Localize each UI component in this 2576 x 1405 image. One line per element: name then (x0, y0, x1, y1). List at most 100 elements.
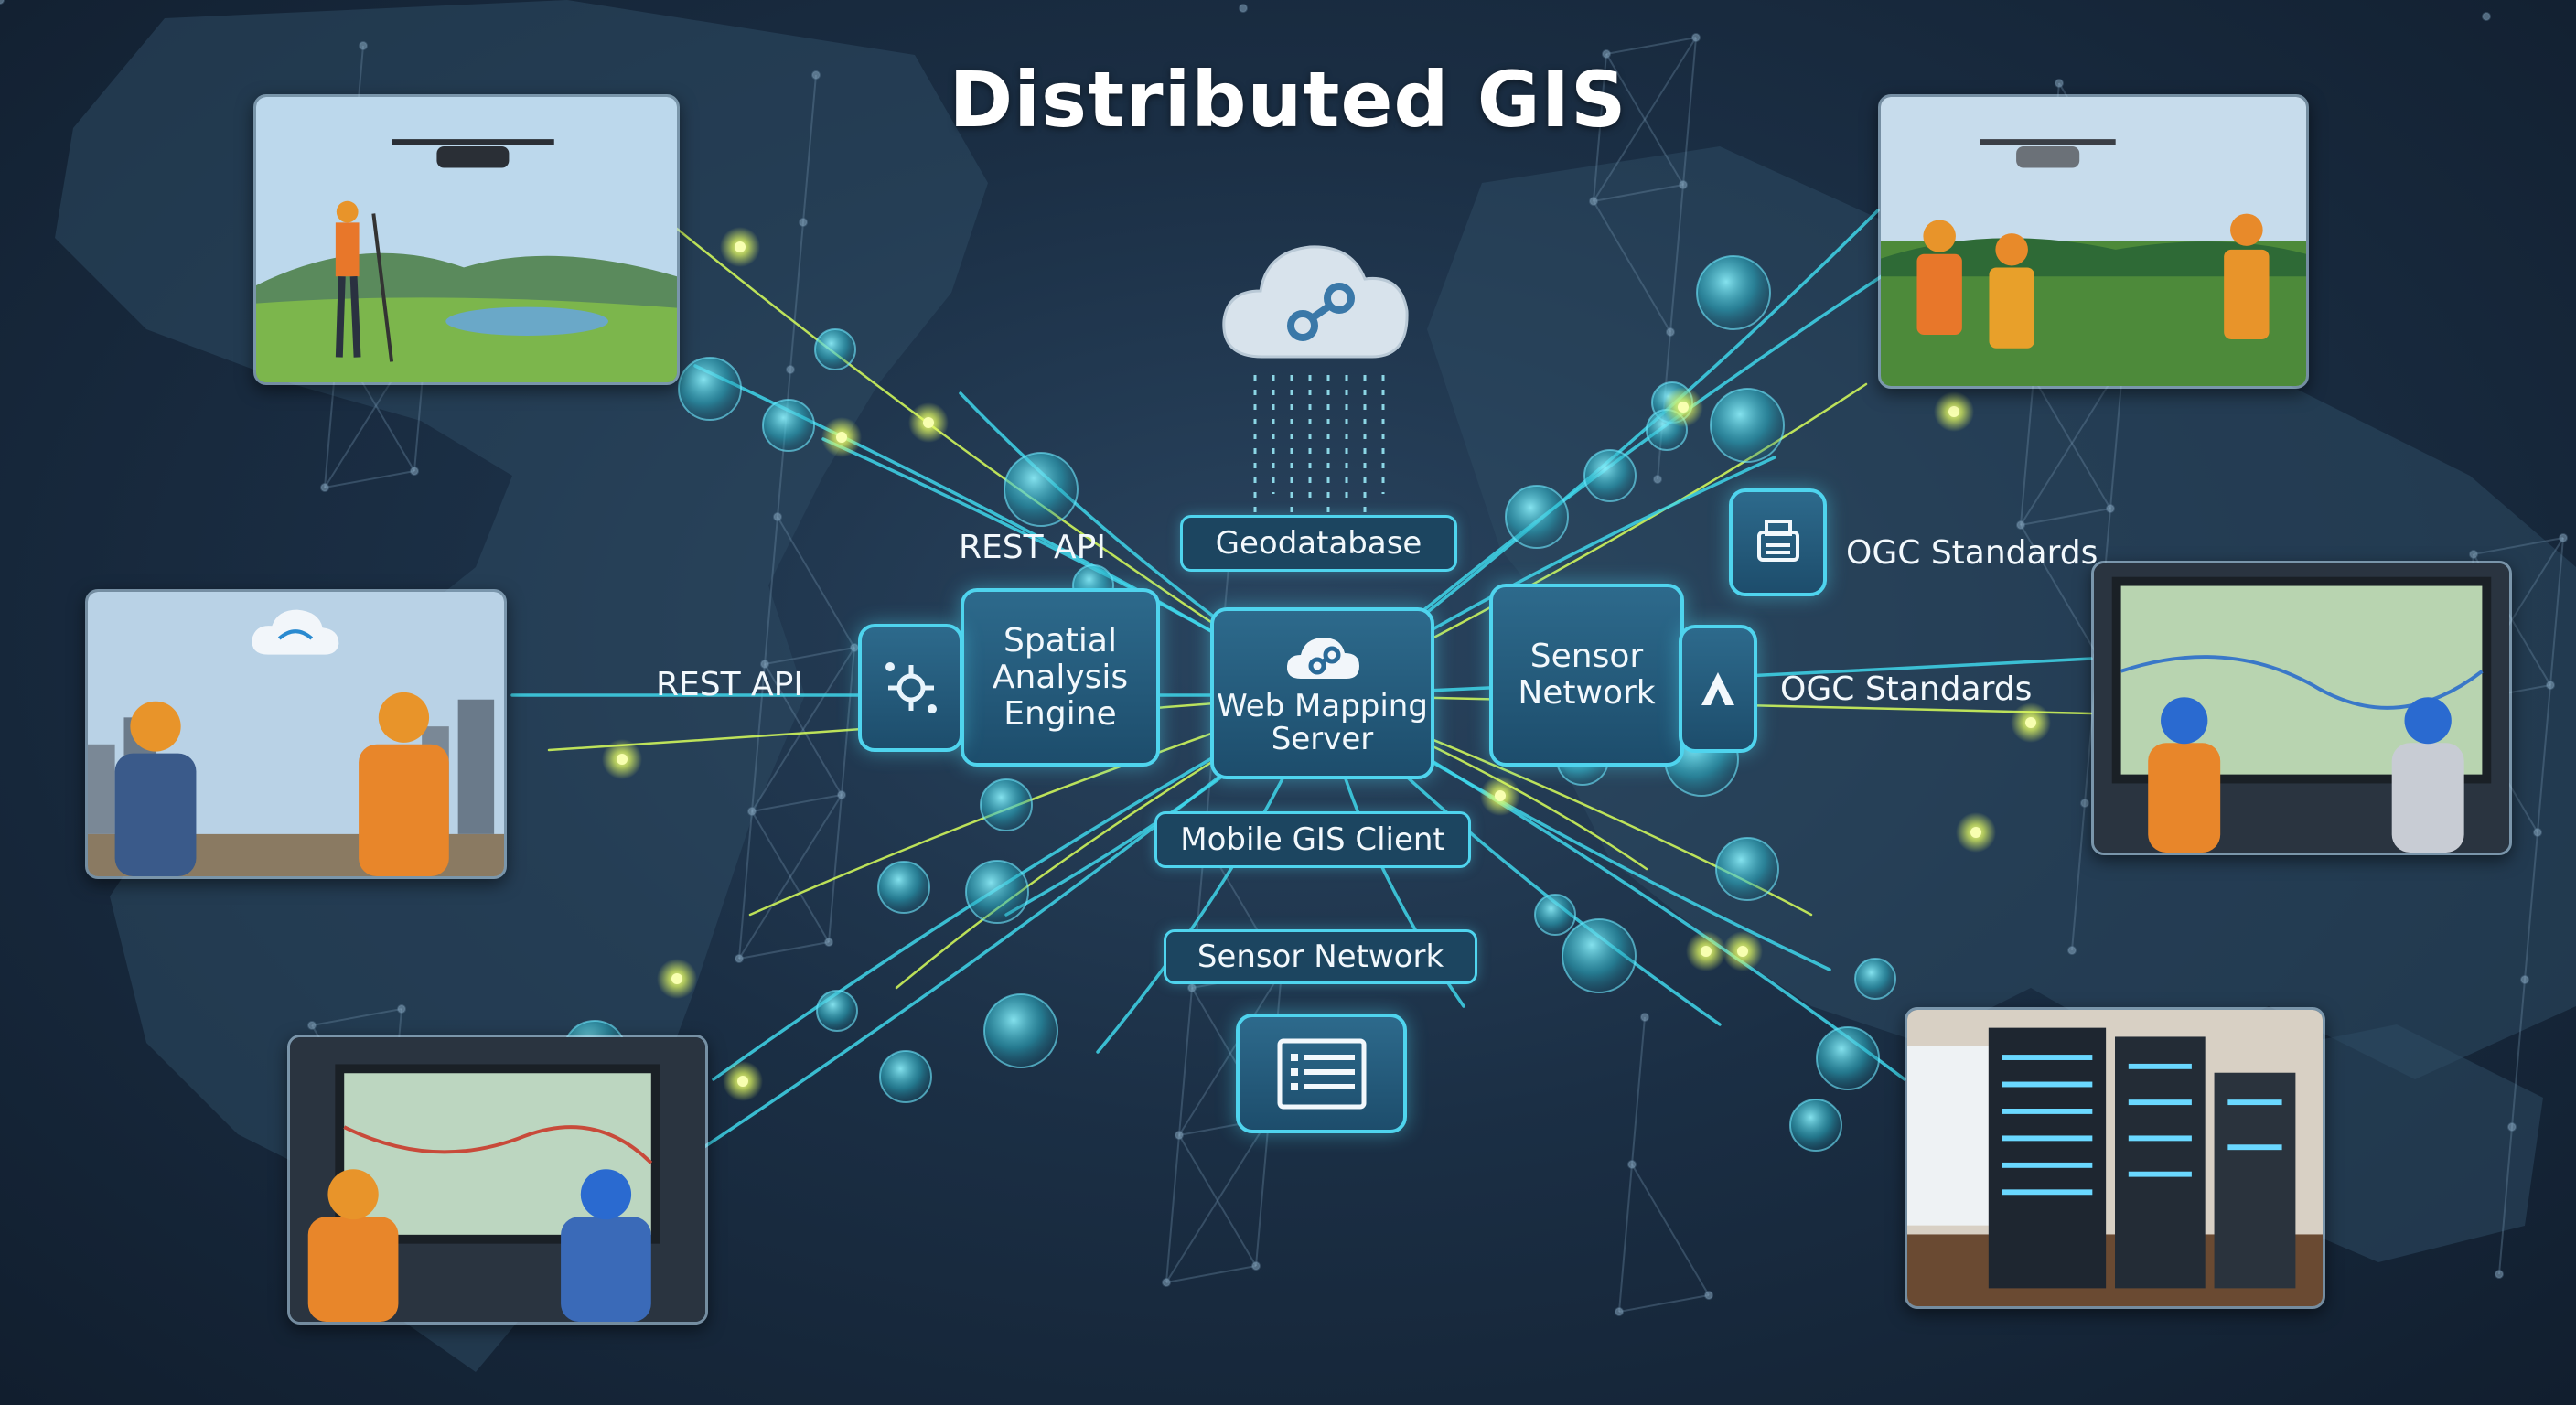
glow-core (671, 973, 682, 984)
mesh-line (1605, 53, 1684, 186)
mesh-vertex (1251, 1261, 1261, 1271)
mesh-line (2020, 524, 2098, 657)
mesh-line (1593, 53, 1607, 202)
mesh-line (324, 470, 415, 488)
mesh-line (1669, 184, 1684, 333)
field-surveyor-drone-photo (253, 94, 680, 385)
mesh-line (1593, 184, 1684, 202)
mesh-vertex (359, 41, 368, 50)
mesh-vertex (397, 1004, 406, 1014)
mesh-vertex (837, 790, 846, 799)
glow-core (1737, 946, 1748, 957)
web-mapping-server-node[interactable]: Web Mapping Server (1210, 607, 1434, 779)
network-node (816, 990, 858, 1032)
arrow-up-icon (1701, 672, 1734, 705)
glow-core (617, 754, 628, 765)
mesh-line (777, 516, 855, 649)
mesh-vertex (1640, 1013, 1649, 1022)
mesh-line (1255, 1118, 1270, 1267)
mesh-line (1593, 37, 1697, 202)
data-stream (1253, 375, 1385, 521)
network-node (1534, 894, 1576, 936)
mesh-line (1618, 1294, 1710, 1313)
mesh-line (764, 663, 843, 796)
mesh-vertex (760, 660, 769, 669)
sensor-network-pill[interactable]: Sensor Network (1164, 929, 1477, 984)
network-node (1696, 255, 1771, 330)
node-label-line: Web Mapping (1217, 688, 1428, 724)
printer-icon (1756, 520, 1799, 562)
glow-core (1970, 827, 1981, 838)
mesh-line (2498, 1126, 2513, 1275)
mesh-vertex (320, 483, 329, 492)
network-node (980, 778, 1033, 831)
team-drone-field-photo (1878, 94, 2309, 389)
mesh-line (751, 647, 855, 812)
mesh-vertex (773, 512, 782, 521)
network-node (1789, 1099, 1842, 1152)
mesh-line (789, 221, 804, 370)
mesh-vertex (2495, 1270, 2504, 1279)
node-label-line: Server (1271, 721, 1374, 757)
cloud-link-icon (1222, 245, 1409, 359)
glow-core (737, 1076, 748, 1087)
mobile-gis-client-pill[interactable]: Mobile GIS Client (1154, 811, 1471, 868)
geodatabase-pill[interactable]: Geodatabase (1180, 515, 1457, 572)
mesh-line (764, 516, 778, 665)
mesh-line (751, 794, 843, 812)
mesh-line (2524, 831, 2538, 981)
network-node (1505, 485, 1569, 549)
mesh-vertex (1691, 33, 1701, 42)
mesh-line (1618, 1164, 1633, 1313)
network-node (1715, 837, 1779, 901)
node-label-line: Network (1518, 674, 1656, 712)
control-room-photo (287, 1035, 708, 1325)
node-label-line: Analysis (992, 658, 1129, 696)
network-node (983, 993, 1058, 1068)
node-label-line: Spatial (1004, 621, 1117, 660)
node-label-line: Engine (1004, 694, 1117, 733)
mesh-vertex (2559, 533, 2568, 542)
mesh-line (1178, 987, 1193, 1136)
spatial-engine-icon-box[interactable] (858, 624, 963, 752)
mesh-vertex (410, 467, 419, 476)
mesh-vertex (811, 70, 821, 80)
network-node (1854, 958, 1896, 1000)
mesh-line (841, 647, 855, 796)
mesh-line (751, 810, 830, 943)
sensor-icon-box[interactable] (1679, 625, 1757, 753)
network-node (965, 860, 1029, 924)
mesh-vertex (1602, 49, 1611, 59)
server-racks-photo (1905, 1007, 2325, 1309)
glow-core (735, 241, 746, 252)
mesh-vertex (799, 218, 808, 227)
ogc-standards-label: OGC Standards (1780, 670, 2033, 708)
mesh-vertex (1239, 4, 1248, 13)
mesh-line (1682, 37, 1697, 186)
network-node (1562, 918, 1637, 993)
mesh-line (764, 647, 855, 665)
network-node (678, 357, 742, 421)
server-list-box[interactable] (1236, 1014, 1407, 1133)
spatial-analysis-engine-node[interactable]: Spatial Analysis Engine (961, 588, 1160, 767)
list-document-icon (1277, 1038, 1366, 1109)
mesh-vertex (824, 938, 833, 947)
page-title: Distributed GIS (949, 55, 1627, 145)
glow-core (923, 417, 934, 428)
mesh-line (1165, 1265, 1257, 1283)
mesh-line (1178, 1134, 1257, 1267)
mesh-vertex (1653, 475, 1662, 484)
mesh-line (2033, 377, 2111, 509)
mesh-vertex (2106, 504, 2115, 513)
mesh-vertex (1679, 180, 1688, 189)
mesh-vertex (850, 643, 859, 652)
mesh-vertex (2482, 12, 2491, 21)
mesh-line (1165, 1118, 1270, 1283)
ogc-printer-box[interactable] (1729, 488, 1827, 596)
mesh-line (1631, 1164, 1710, 1296)
sensor-network-node[interactable]: Sensor Network (1489, 584, 1684, 767)
mesh-vertex (1589, 197, 1598, 206)
glow-core (1701, 946, 1712, 957)
mesh-vertex (2469, 550, 2478, 559)
